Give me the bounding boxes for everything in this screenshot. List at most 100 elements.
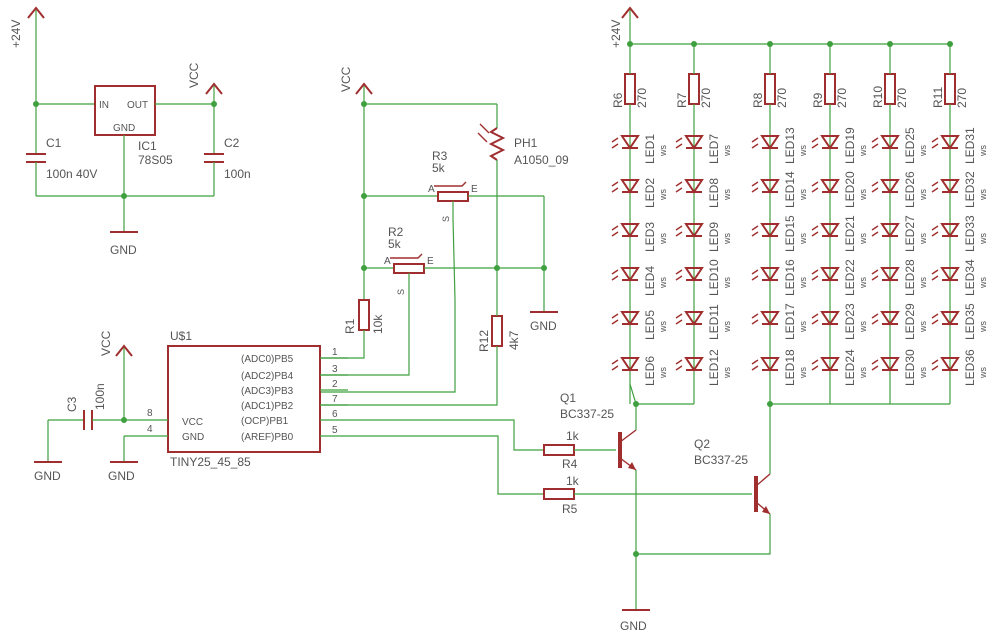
c3-name: C3 [65, 396, 79, 412]
led-name: LED17 [783, 303, 797, 340]
led-name: LED10 [707, 259, 721, 296]
led-name: LED26 [903, 171, 917, 208]
led-name: LED2 [643, 178, 657, 208]
supply-arrow-icon [621, 6, 639, 19]
pot-arrow-icon [434, 181, 467, 187]
c1-value: 100n 40V [46, 167, 97, 181]
pot-r2-pin-a: A [384, 256, 391, 267]
led-color-label: ws [918, 321, 928, 333]
mcu-pin-8: 8 [147, 408, 153, 419]
led-color-label: ws [858, 189, 868, 201]
led-wire [629, 383, 637, 405]
led-name: LED23 [843, 303, 857, 340]
gnd-label-pot: GND [530, 319, 557, 333]
led-color-label: ws [918, 189, 928, 201]
supply-arrow-icon [27, 6, 45, 19]
led-resistor-value: 270 [895, 88, 909, 108]
led-color-label: ws [722, 321, 732, 333]
led-color-label: ws [978, 233, 988, 245]
photoresistor-body [488, 127, 506, 161]
resistor-r5-body [543, 488, 575, 500]
led-resistor-body [764, 73, 776, 105]
mcu-pin-number: 7 [332, 394, 338, 405]
gnd-label-mcu: GND [108, 469, 135, 483]
mcu-pin-number: 6 [332, 409, 338, 420]
led-name: LED8 [707, 178, 721, 208]
supply-arrow-icon [115, 344, 133, 357]
supply-arrow-icon [355, 82, 373, 95]
led-color-label: ws [978, 189, 988, 201]
led-color-label: ws [918, 233, 928, 245]
mcu-pin-number: 2 [332, 379, 338, 390]
mcu-pin-label: (OCP)PB1 [241, 416, 289, 427]
led-name: LED3 [643, 222, 657, 252]
ph1-value: A1050_09 [514, 153, 569, 167]
led-color-label: ws [798, 233, 808, 245]
led-resistor-value: 270 [635, 88, 649, 108]
r12-name: R12 [477, 330, 491, 352]
led-name: LED30 [903, 349, 917, 386]
led-name: LED25 [903, 127, 917, 164]
q1-value: BC337-25 [560, 407, 614, 421]
led-resistor-name: R7 [675, 92, 689, 108]
led-color-label: ws [858, 233, 868, 245]
led-color-label: ws [722, 277, 732, 289]
led-name: LED13 [783, 127, 797, 164]
net-label-vcc-b: VCC [339, 66, 353, 92]
pot-arrow-icon [390, 253, 423, 259]
regulator-pin-gnd: GND [113, 123, 135, 134]
c1-name: C1 [46, 136, 62, 150]
q2-value: BC337-25 [694, 453, 748, 467]
supply-arrow-icon [205, 82, 223, 95]
led-color-label: ws [978, 321, 988, 333]
led-resistor-name: R6 [611, 92, 625, 108]
led-color-label: ws [658, 189, 668, 201]
r1-value: 10k [371, 314, 385, 334]
net-label-24v: +24V [9, 20, 23, 48]
pot-r3-body [437, 191, 469, 202]
net-label-vcc: VCC [187, 62, 201, 88]
net-label-24v-b: +24V [609, 20, 623, 48]
led-name: LED21 [843, 215, 857, 252]
led-name: LED27 [903, 215, 917, 252]
led-color-label: ws [798, 367, 808, 379]
resistor-r1-body [358, 299, 370, 331]
mcu-pin-label: (ADC0)PB5 [241, 354, 294, 365]
r4-value: 1k [566, 429, 580, 443]
q1-name: Q1 [560, 391, 576, 405]
c3-value: 100n [93, 383, 107, 410]
led-name: LED5 [643, 310, 657, 340]
led-color-label: ws [798, 145, 808, 157]
mcu-value: TINY25_45_85 [170, 455, 251, 469]
pot-r3-pin-s: S [441, 216, 451, 222]
regulator-pin-out: OUT [127, 100, 148, 111]
r5-value: 1k [566, 474, 580, 488]
resistor-r4-body [543, 444, 575, 456]
mcu-pin-gnd-label: GND [182, 432, 204, 443]
r4-name: R4 [562, 457, 578, 471]
gnd-label-main: GND [620, 619, 647, 633]
